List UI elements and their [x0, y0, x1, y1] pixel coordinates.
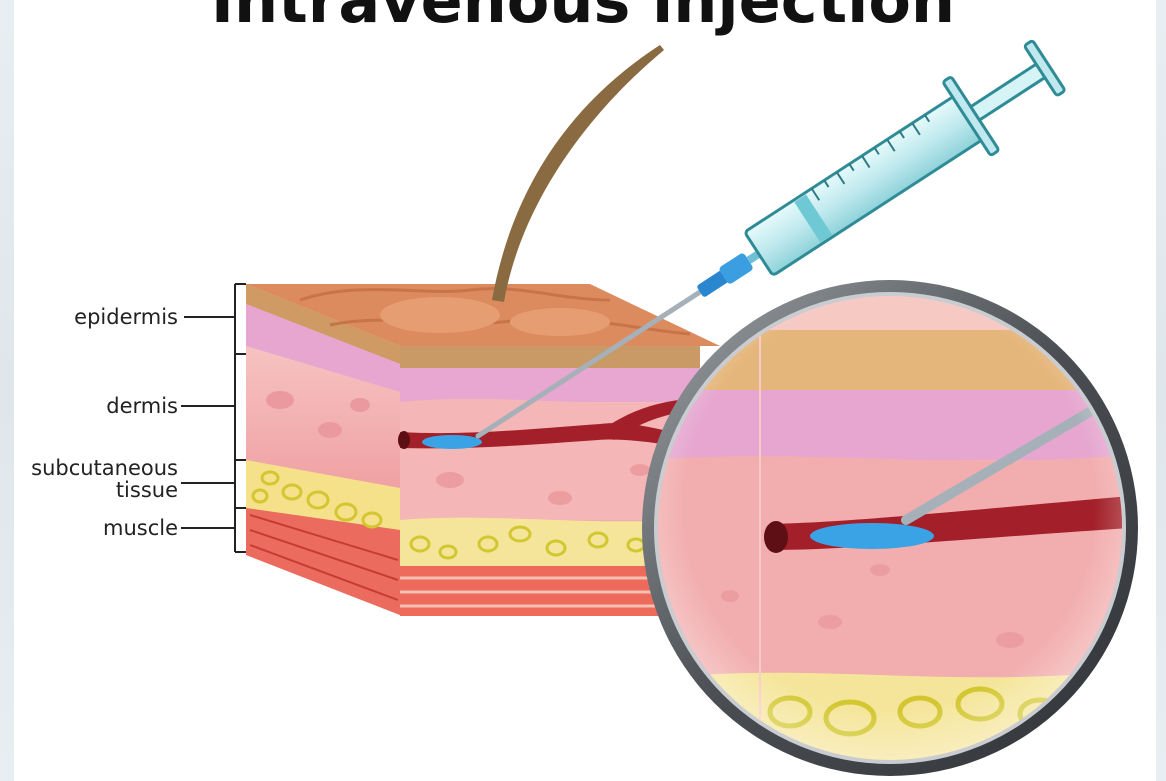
label-subcutaneous: subcutaneous: [20, 456, 178, 480]
label-tissue: tissue: [20, 478, 178, 502]
label-dermis: dermis: [20, 394, 178, 418]
label-epidermis: epidermis: [20, 305, 178, 329]
hair-strand: [492, 45, 664, 302]
label-muscle: muscle: [20, 516, 178, 540]
label-bracket: [181, 284, 246, 552]
magnifier-icon: [642, 280, 1138, 780]
medicine-bolus: [422, 435, 482, 449]
